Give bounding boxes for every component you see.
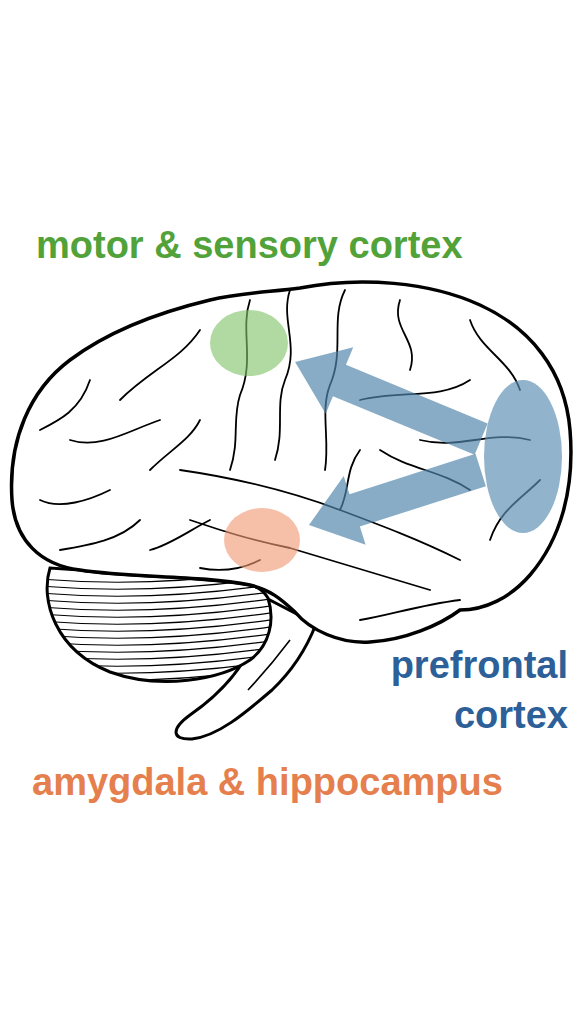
cerebellum-fold: [30, 652, 290, 666]
influence-arrow: [309, 454, 486, 545]
cerebellum-fold: [30, 673, 290, 687]
brain-sulci: [40, 290, 540, 620]
region-label: motor & sensory cortex: [36, 220, 463, 270]
region-shape: [210, 310, 288, 376]
prefrontal-region: prefrontal cortex: [484, 380, 562, 533]
motor-cortex-region: motor & sensory cortex: [210, 310, 288, 376]
sulcus: [70, 420, 160, 443]
region-ellipse: [484, 380, 562, 533]
sulcus: [150, 520, 210, 550]
cerebellum-fold: [30, 680, 290, 694]
region-label: amygdala & hippocampus: [32, 757, 503, 807]
sulcus: [60, 520, 140, 550]
influence-arrow: [295, 347, 488, 455]
sulcus: [40, 490, 110, 504]
region-shape: [484, 380, 562, 533]
sulcus: [360, 600, 460, 620]
sulcus: [398, 300, 412, 370]
sulcus: [275, 290, 291, 460]
sulcus: [120, 330, 200, 400]
limbic-region: amygdala & hippocampus: [224, 508, 300, 572]
sulcus: [150, 420, 200, 470]
cerebrum-outline: [12, 282, 571, 642]
cerebellum-fold: [30, 666, 290, 680]
region-ellipse: [210, 310, 288, 376]
cerebellum-fold: [30, 659, 290, 673]
region-ellipse: [224, 508, 300, 572]
region-label: prefrontal cortex: [366, 640, 568, 740]
sulcus: [40, 380, 90, 430]
sulcus: [470, 320, 520, 390]
region-shape: [224, 508, 300, 572]
